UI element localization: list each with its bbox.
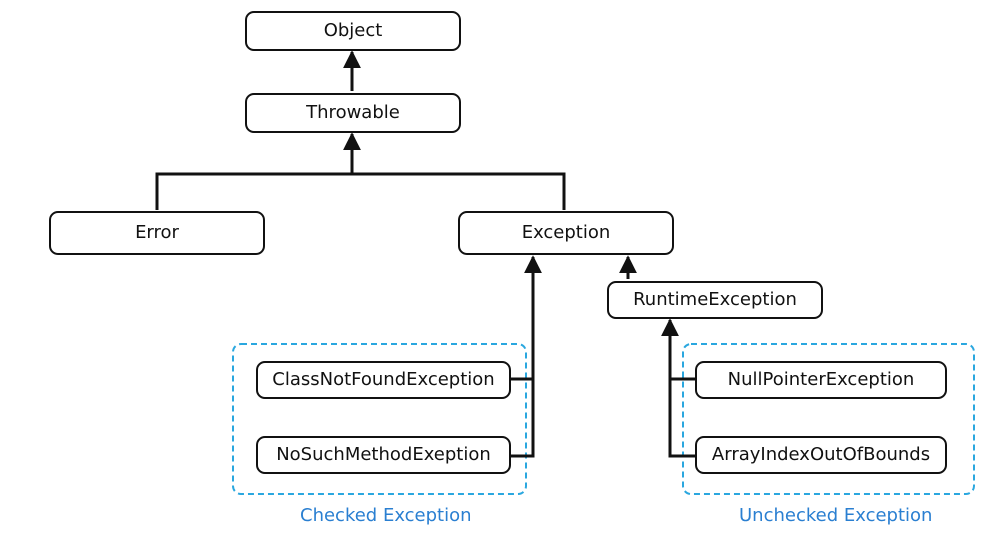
checked-exception-label: Checked Exception (300, 505, 472, 526)
null-pointer-exception-node: NullPointerException (695, 361, 947, 399)
checked-exceptions-to-exception-connector (511, 377, 535, 458)
array-index-out-of-bounds-node: ArrayIndexOutOfBounds (695, 436, 947, 474)
throwable-node: Throwable (245, 93, 461, 133)
no-such-method-exeption-node: NoSuchMethodExeption (256, 436, 511, 474)
runtime-exception-node: RuntimeException (607, 281, 823, 319)
class-not-found-exception-node: ClassNotFoundException (256, 361, 511, 399)
object-node: Object (245, 11, 461, 51)
exception-node: Exception (458, 211, 674, 255)
error-exception-to-throwable-connector (155, 172, 566, 210)
unchecked-exceptions-to-runtime-connector (668, 377, 695, 458)
error-node: Error (49, 211, 265, 255)
unchecked-exception-label: Unchecked Exception (739, 505, 933, 526)
